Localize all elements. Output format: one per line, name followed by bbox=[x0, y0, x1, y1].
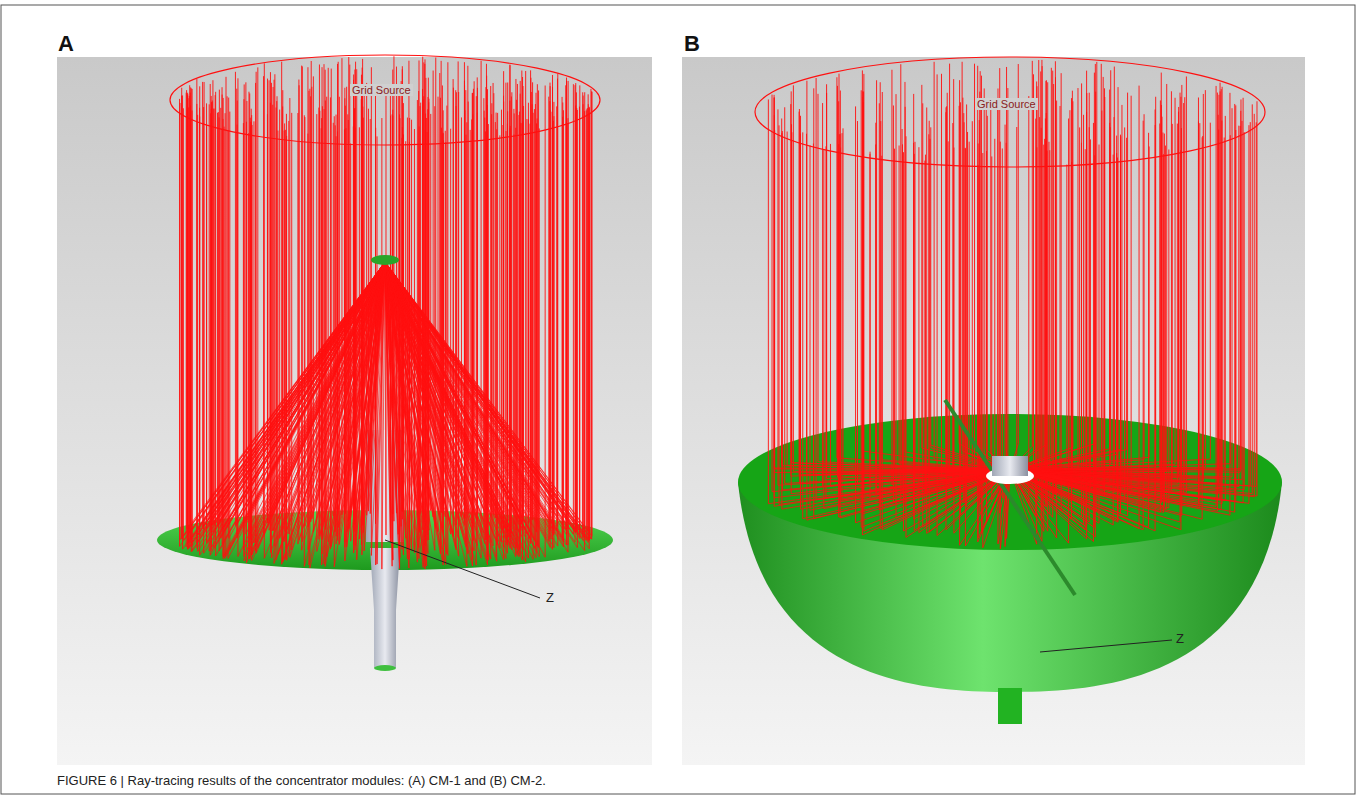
grid-source-outline bbox=[755, 57, 1265, 167]
source-label: Grid Source bbox=[975, 98, 1038, 110]
panel-letter: A bbox=[58, 31, 74, 57]
support-rod bbox=[945, 400, 1075, 595]
figure-frame bbox=[1, 5, 1355, 794]
z-axis bbox=[1040, 640, 1172, 652]
panel-letter: B bbox=[684, 31, 700, 57]
figure-caption: FIGURE 6 | Ray-tracing results of the co… bbox=[57, 773, 546, 788]
axis-label: Z bbox=[546, 590, 554, 605]
source-label: Grid Source bbox=[350, 84, 413, 96]
panel-background bbox=[682, 57, 1305, 765]
incident-rays bbox=[768, 60, 1257, 549]
reflected-rays bbox=[180, 262, 592, 569]
cm2-model bbox=[738, 57, 1282, 724]
grid-source-outline bbox=[170, 55, 600, 145]
receiver bbox=[992, 456, 1028, 476]
dish-rim bbox=[738, 414, 1282, 550]
receiver-face bbox=[374, 665, 396, 671]
light-guide bbox=[370, 548, 400, 668]
secondary-mirror bbox=[371, 255, 399, 265]
panel-background bbox=[57, 57, 652, 765]
cm1-model bbox=[157, 55, 613, 671]
reflected-rays bbox=[768, 444, 1257, 549]
axis-label: Z bbox=[1176, 631, 1184, 646]
stem bbox=[998, 688, 1022, 724]
z-axis bbox=[385, 540, 540, 598]
